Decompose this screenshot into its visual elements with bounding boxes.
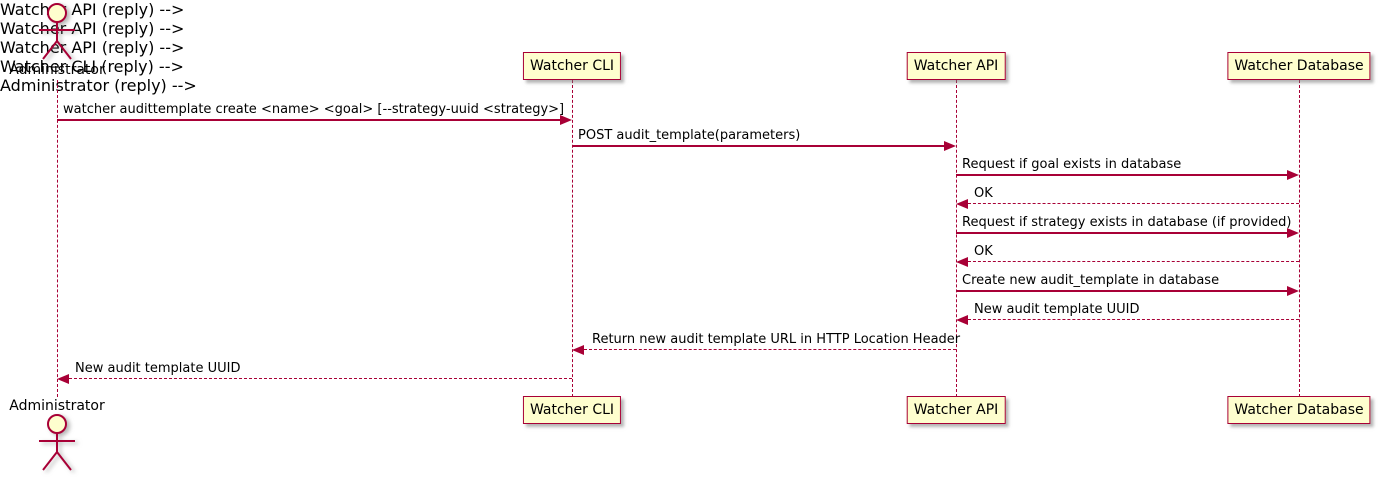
message-3-arrow [956, 174, 1287, 176]
message-9-arrowhead-icon [572, 345, 584, 355]
message-2-arrow [572, 145, 944, 147]
message-1-label: watcher audittemplate create <name> <goa… [63, 102, 565, 117]
message-4-arrow [968, 203, 1299, 204]
participant-box-watcher-cli-top: Watcher CLI [522, 52, 622, 80]
message-8-arrow [968, 319, 1299, 320]
participant-box-watcher-cli-bottom: Watcher CLI [522, 396, 622, 424]
message-4-label: OK [974, 186, 993, 201]
message-10-label: New audit template UUID [75, 361, 241, 376]
participant-box-watcher-api-top: Watcher API [906, 52, 1006, 80]
message-4-arrowhead-icon [956, 199, 968, 209]
message-9-label: Return new audit template URL in HTTP Lo… [592, 332, 961, 347]
message-6-arrowhead-icon [956, 257, 968, 267]
message-1-arrowhead-icon [560, 115, 572, 125]
message-6-arrow [968, 261, 1299, 262]
message-5-label: Request if strategy exists in database (… [962, 215, 1292, 230]
message-9-arrow [584, 349, 956, 350]
actor-label-administrator-top: Administrator [9, 62, 105, 78]
message-5-arrow [956, 232, 1287, 234]
administrator-actor-icon-bottom [39, 414, 75, 471]
message-1-arrow [57, 119, 560, 121]
message-7-label: Create new audit_template in database [962, 273, 1220, 288]
participant-box-watcher-api-bottom: Watcher API [906, 396, 1006, 424]
message-10-arrow [69, 378, 572, 379]
message-10-arrowhead-icon [57, 374, 69, 384]
message-2-label: POST audit_template(parameters) [578, 128, 801, 143]
message-2-arrowhead-icon [944, 141, 956, 151]
lifeline-administrator [57, 80, 58, 397]
administrator-actor-icon [39, 3, 75, 60]
lifeline-watcher-cli [572, 80, 573, 397]
message-8-arrowhead-icon [956, 315, 968, 325]
participant-box-watcher-database-top: Watcher Database [1227, 52, 1371, 80]
lifeline-watcher-database [1299, 80, 1300, 397]
message-8-label: New audit template UUID [974, 302, 1140, 317]
message-7-arrowhead-icon [1287, 286, 1299, 296]
actor-label-administrator-bottom: Administrator [9, 398, 105, 414]
message-5-arrowhead-icon [1287, 228, 1299, 238]
message-7-arrow [956, 290, 1287, 292]
lifeline-watcher-api [956, 80, 957, 397]
message-3-label: Request if goal exists in database [962, 157, 1182, 172]
participant-box-watcher-database-bottom: Watcher Database [1227, 396, 1371, 424]
message-3-arrowhead-icon [1287, 170, 1299, 180]
message-6-label: OK [974, 244, 993, 259]
